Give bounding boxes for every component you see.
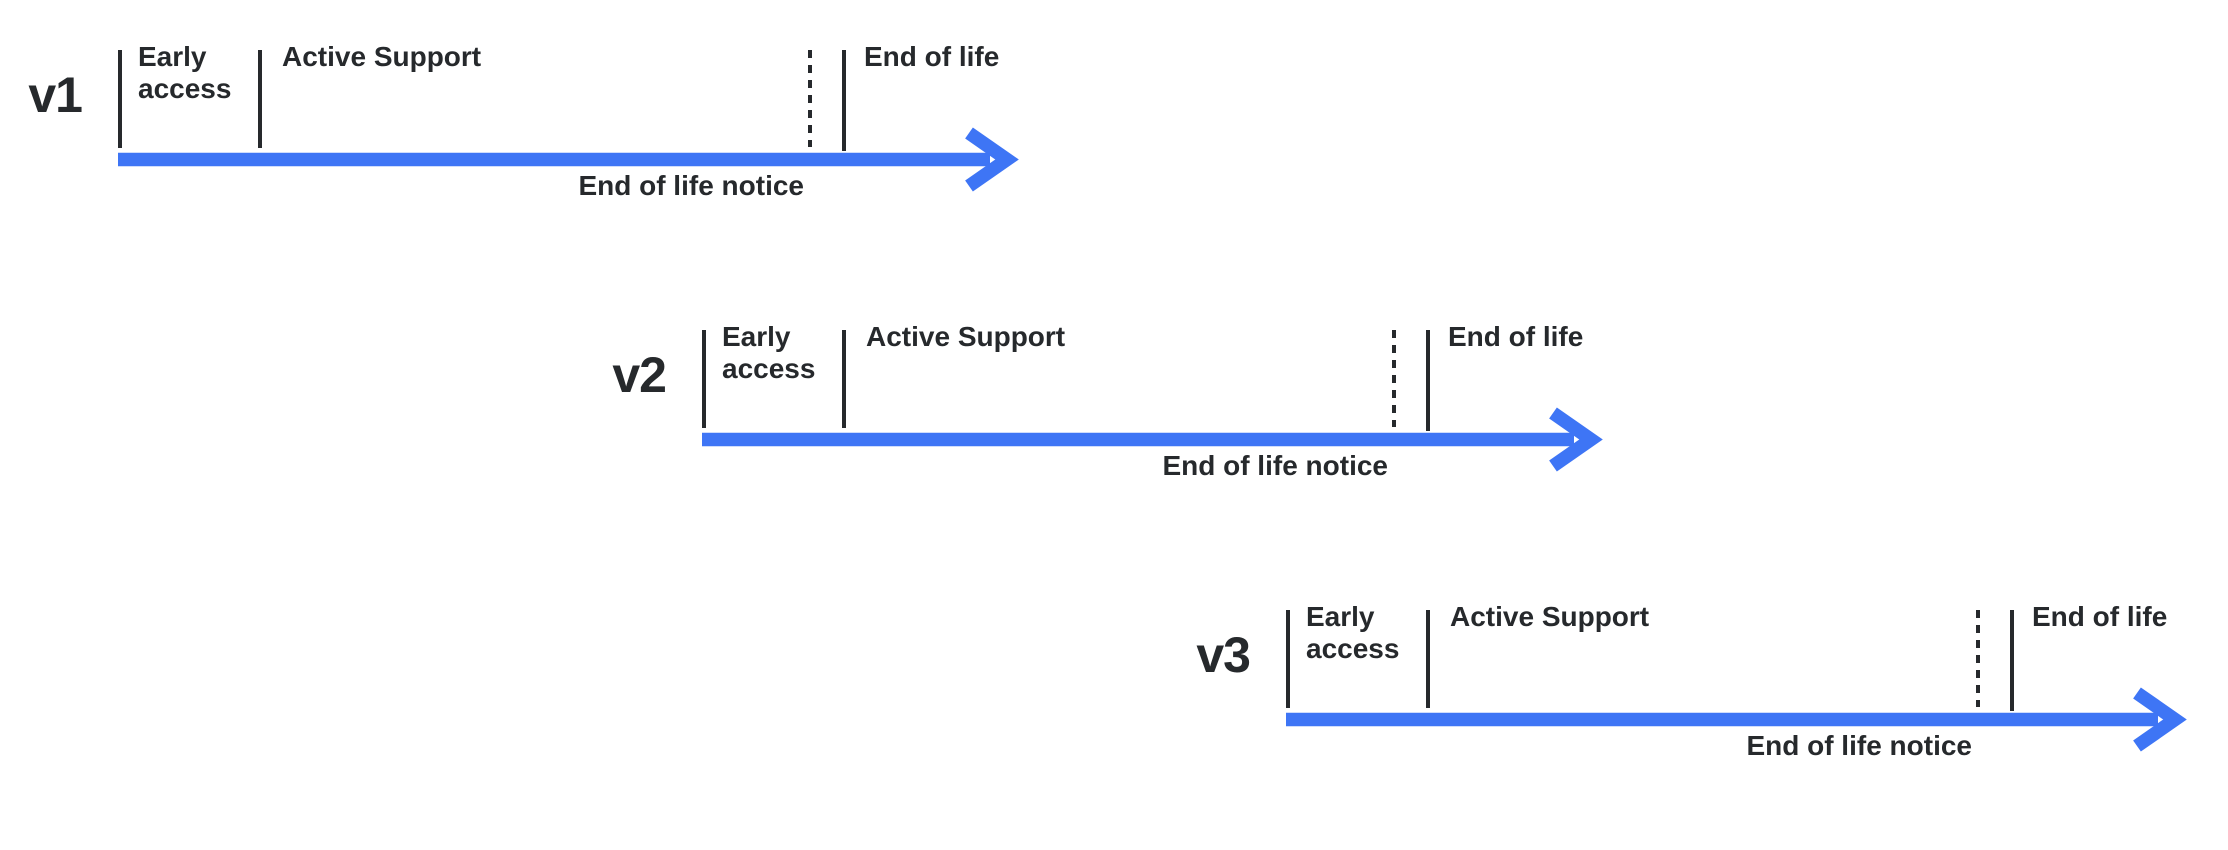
end-of-life-tick — [2010, 610, 2014, 711]
early-access-start-tick — [702, 330, 706, 428]
active-support-start-tick — [1426, 610, 1430, 708]
early-access-start-tick — [1286, 610, 1290, 708]
active-support-start-tick — [842, 330, 846, 428]
arrow-right-icon — [1286, 687, 2187, 752]
end-of-life-notice-label: End of life notice — [1746, 730, 1972, 761]
eol-notice-dashed-line — [1976, 610, 1980, 707]
end-of-life-tick — [842, 50, 846, 151]
early-access-label: Early access — [1306, 601, 1400, 664]
version-label: v1 — [28, 67, 83, 123]
arrow-right-icon — [118, 127, 1019, 192]
early-access-label: Early access — [722, 321, 816, 384]
active-support-label: Active Support — [282, 41, 482, 72]
end-of-life-label: End of life — [864, 41, 1000, 72]
early-access-label: Early access — [138, 41, 232, 104]
active-support-label: Active Support — [866, 321, 1066, 352]
version-label: v2 — [612, 347, 667, 403]
end-of-life-label: End of life — [1448, 321, 1584, 352]
active-support-label: Active Support — [1450, 601, 1650, 632]
end-of-life-notice-label: End of life notice — [578, 170, 804, 201]
timeline-row-v3: v3 Early access Active Support End of li… — [1196, 601, 2228, 850]
timeline-row-v2: v2 Early access Active Support End of li… — [612, 321, 1652, 570]
version-label: v3 — [1196, 627, 1251, 683]
active-support-start-tick — [258, 50, 262, 148]
end-of-life-notice-label: End of life notice — [1162, 450, 1388, 481]
timeline-row-v1: v1 Early access Active Support End of li… — [28, 41, 1068, 290]
eol-notice-dashed-line — [1392, 330, 1396, 427]
end-of-life-tick — [1426, 330, 1430, 431]
eol-notice-dashed-line — [808, 50, 812, 147]
arrow-right-icon — [702, 407, 1603, 472]
end-of-life-label: End of life — [2032, 601, 2168, 632]
early-access-start-tick — [118, 50, 122, 148]
